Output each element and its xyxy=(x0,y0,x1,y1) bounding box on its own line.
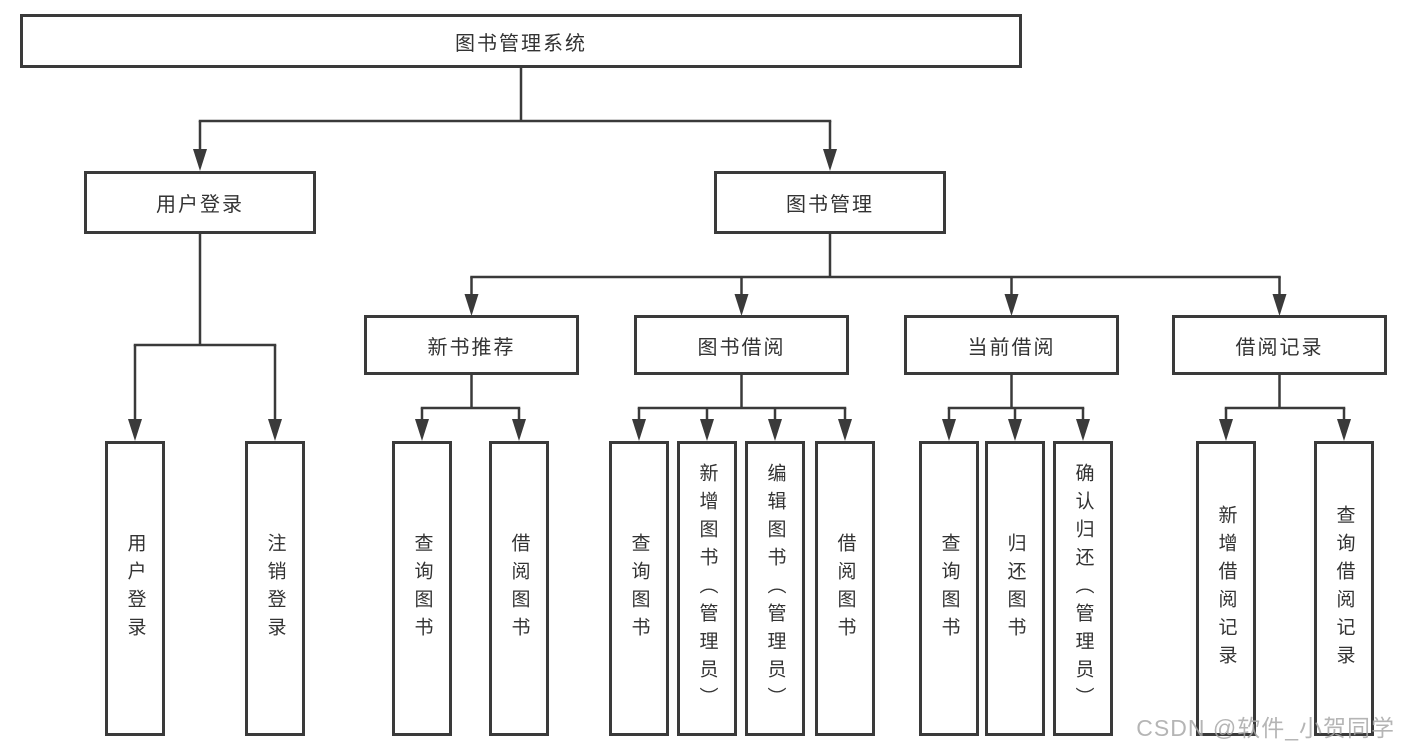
node-label: 新书推荐 xyxy=(427,336,516,359)
leaf-label: 注销登录 xyxy=(264,532,286,645)
leaf-logout: 注销登录 xyxy=(245,441,305,736)
leaf-label: 新增借阅记录 xyxy=(1215,504,1237,673)
leaf-label: 查询图书 xyxy=(628,532,650,645)
node-label: 当前借阅 xyxy=(967,336,1056,359)
leaf-label: 归还图书 xyxy=(1004,532,1026,645)
node-borrowing-records: 借阅记录 xyxy=(1172,315,1387,375)
leaf-borrow-books-recommend: 借阅图书 xyxy=(489,441,549,736)
leaf-user-login: 用户登录 xyxy=(105,441,165,736)
node-book-management: 图书管理 xyxy=(714,171,946,234)
leaf-return-books: 归还图书 xyxy=(985,441,1045,736)
leaf-label: 查询借阅记录 xyxy=(1333,504,1355,673)
leaf-add-book-admin: 新增图书（管理员） xyxy=(677,441,737,736)
node-label: 图书管理系统 xyxy=(455,32,587,55)
leaf-query-books-current: 查询图书 xyxy=(919,441,979,736)
node-user-login: 用户登录 xyxy=(84,171,316,234)
node-book-borrowing: 图书借阅 xyxy=(634,315,849,375)
leaf-label: 编辑图书（管理员） xyxy=(764,462,786,715)
leaf-label: 用户登录 xyxy=(124,532,146,645)
leaf-label: 借阅图书 xyxy=(508,532,530,645)
leaf-confirm-return-admin: 确认归还（管理员） xyxy=(1053,441,1113,736)
watermark: CSDN @软件_小贺同学 xyxy=(1136,715,1395,741)
leaf-label: 确认归还（管理员） xyxy=(1072,462,1094,715)
leaf-label: 新增图书（管理员） xyxy=(696,462,718,715)
leaf-query-books-borrowing: 查询图书 xyxy=(609,441,669,736)
node-label: 用户登录 xyxy=(156,194,244,216)
node-label: 图书借阅 xyxy=(697,336,786,359)
leaf-label: 查询图书 xyxy=(411,532,433,645)
leaf-edit-book-admin: 编辑图书（管理员） xyxy=(745,441,805,736)
node-current-borrowing: 当前借阅 xyxy=(904,315,1119,375)
leaf-label: 查询图书 xyxy=(938,532,960,645)
leaf-add-borrow-record: 新增借阅记录 xyxy=(1196,441,1256,736)
leaf-label: 借阅图书 xyxy=(834,532,856,645)
leaf-query-borrow-record: 查询借阅记录 xyxy=(1314,441,1374,736)
leaf-query-books-recommend: 查询图书 xyxy=(392,441,452,736)
node-label: 图书管理 xyxy=(786,194,874,216)
leaf-borrow-books-borrowing: 借阅图书 xyxy=(815,441,875,736)
node-label: 借阅记录 xyxy=(1235,336,1324,359)
node-library-management-system: 图书管理系统 xyxy=(20,14,1022,68)
node-new-book-recommendation: 新书推荐 xyxy=(364,315,579,375)
